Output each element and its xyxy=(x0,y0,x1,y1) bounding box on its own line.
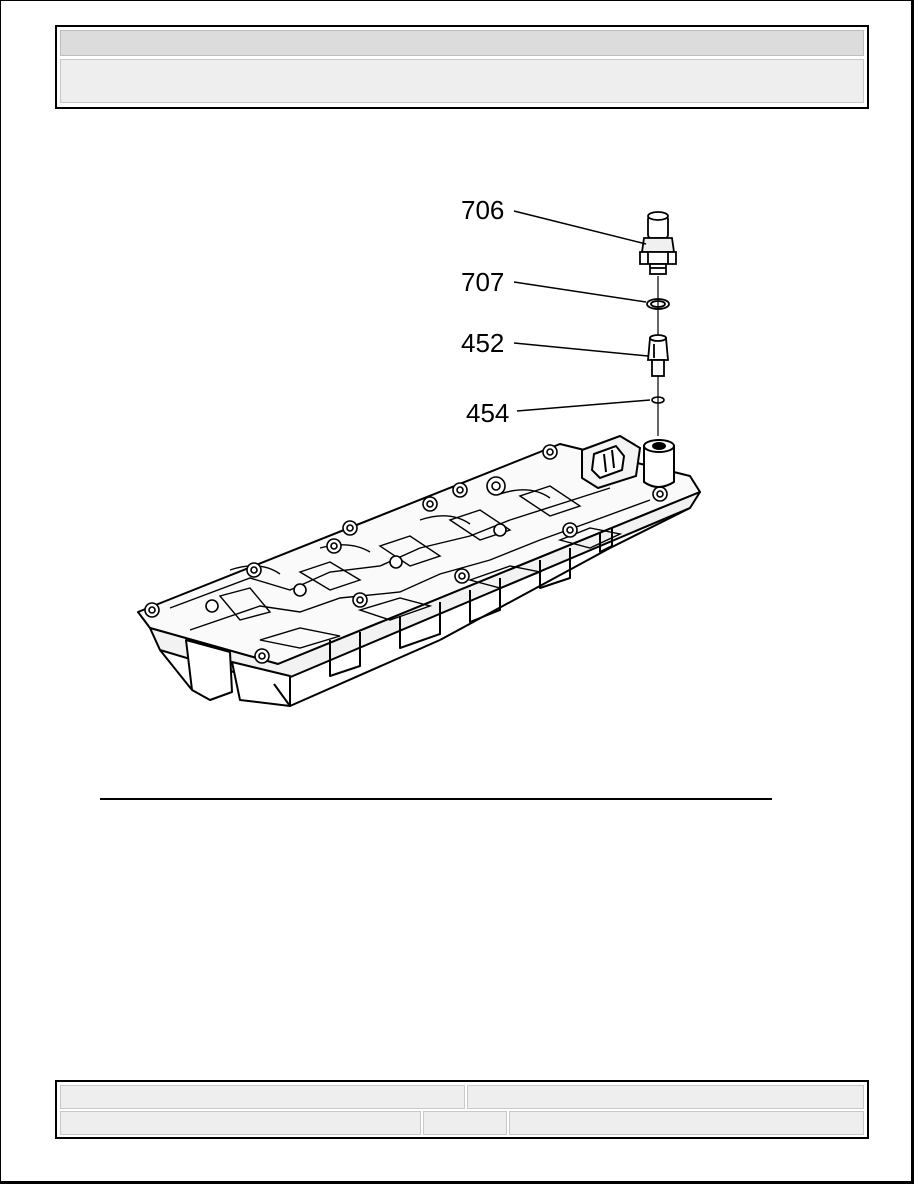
valve-body-illustration: 706 707 452 454 xyxy=(137,195,701,707)
footer-cell-right-top xyxy=(467,1085,864,1109)
callout-454: 454 xyxy=(466,398,509,428)
footer-cell-left-bottom xyxy=(60,1111,421,1135)
sensor-boss xyxy=(581,434,675,490)
footer-cell-left-top xyxy=(60,1085,465,1109)
leader-lines xyxy=(513,210,651,412)
footer-cell-middle-bottom xyxy=(423,1111,507,1135)
footer-box xyxy=(55,1080,869,1139)
callout-452: 452 xyxy=(461,328,504,358)
callout-707: 707 xyxy=(461,267,504,297)
o-ring-lower-part xyxy=(651,396,665,404)
header-subtitle-bar xyxy=(60,59,864,103)
pressure-sensor-part xyxy=(639,211,677,275)
callout-706: 706 xyxy=(461,195,504,225)
fitting-part xyxy=(647,334,669,377)
o-ring-upper-part xyxy=(646,298,670,310)
header-box xyxy=(55,25,869,109)
figure-separator-rule xyxy=(100,798,772,800)
header-title-bar xyxy=(60,30,864,56)
footer-cell-right-bottom xyxy=(509,1111,864,1135)
